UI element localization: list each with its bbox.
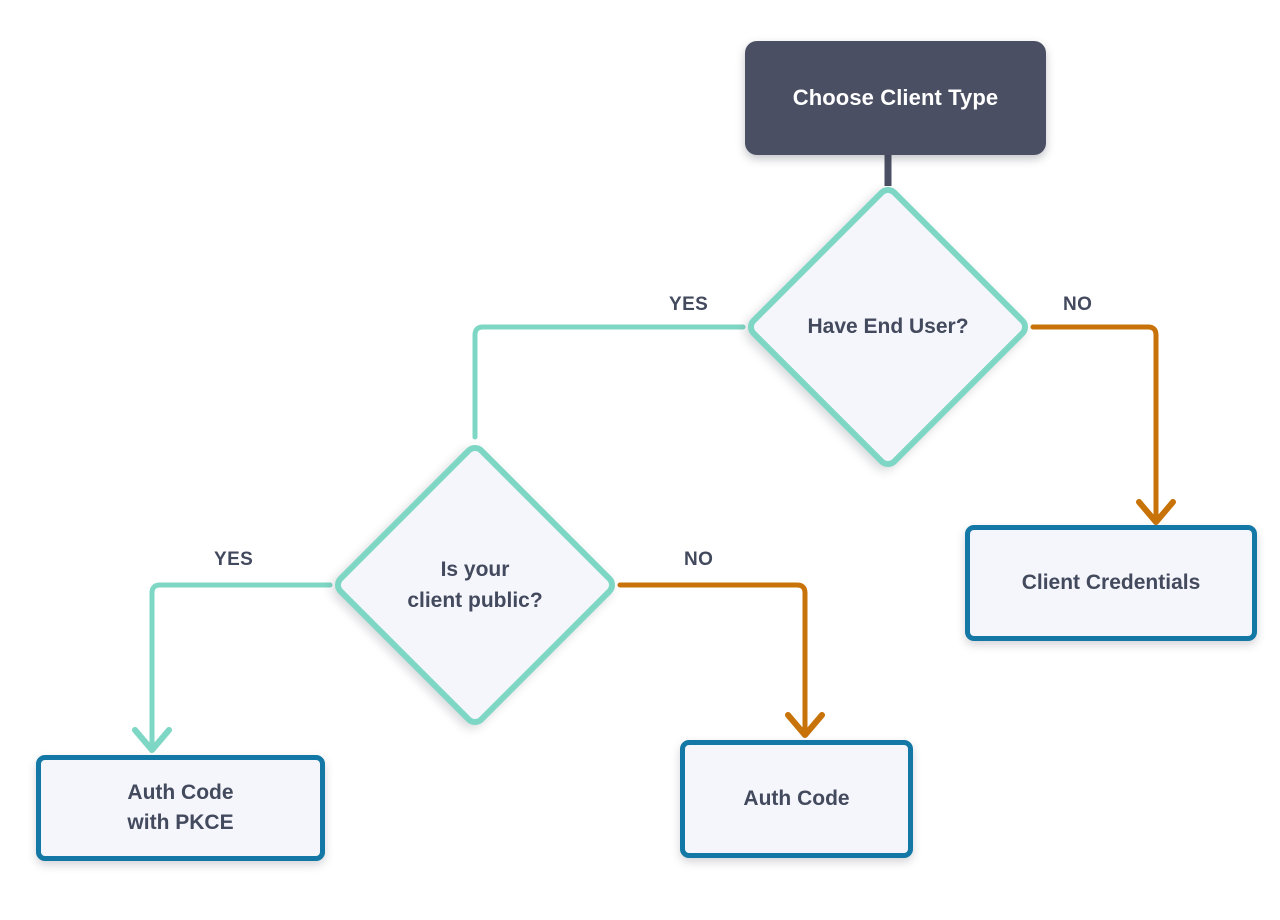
node-auth-code[interactable]: Auth Code [680, 740, 913, 858]
node-auth-code-with-pkce-label: Auth Code with PKCE [127, 780, 234, 834]
node-choose-client-type-label: Choose Client Type [792, 85, 999, 111]
node-client-credentials[interactable]: Client Credentials [965, 525, 1257, 641]
node-auth-code-with-pkce[interactable]: Auth Code with PKCE [36, 755, 325, 861]
node-have-end-user[interactable]: Have End User? [743, 182, 1033, 472]
edge-public-client-no [617, 582, 825, 738]
edge-end-user-yes [472, 324, 746, 440]
node-have-end-user-label: Have End User? [807, 315, 969, 339]
edge-public-client-yes [132, 582, 333, 753]
edge-label-end-user-no: NO [1063, 294, 1093, 315]
edge-end-user-no [1030, 324, 1176, 525]
node-auth-code-label: Auth Code [743, 786, 850, 810]
node-is-client-public-label: Is your client public? [407, 557, 543, 613]
edge-label-public-client-yes: YES [214, 549, 254, 570]
node-choose-client-type[interactable]: Choose Client Type [745, 41, 1046, 155]
edge-label-public-client-no: NO [684, 549, 714, 570]
node-is-client-public[interactable]: Is your client public? [330, 440, 620, 730]
node-client-credentials-label: Client Credentials [1021, 570, 1201, 594]
edge-label-end-user-yes: YES [669, 294, 709, 315]
